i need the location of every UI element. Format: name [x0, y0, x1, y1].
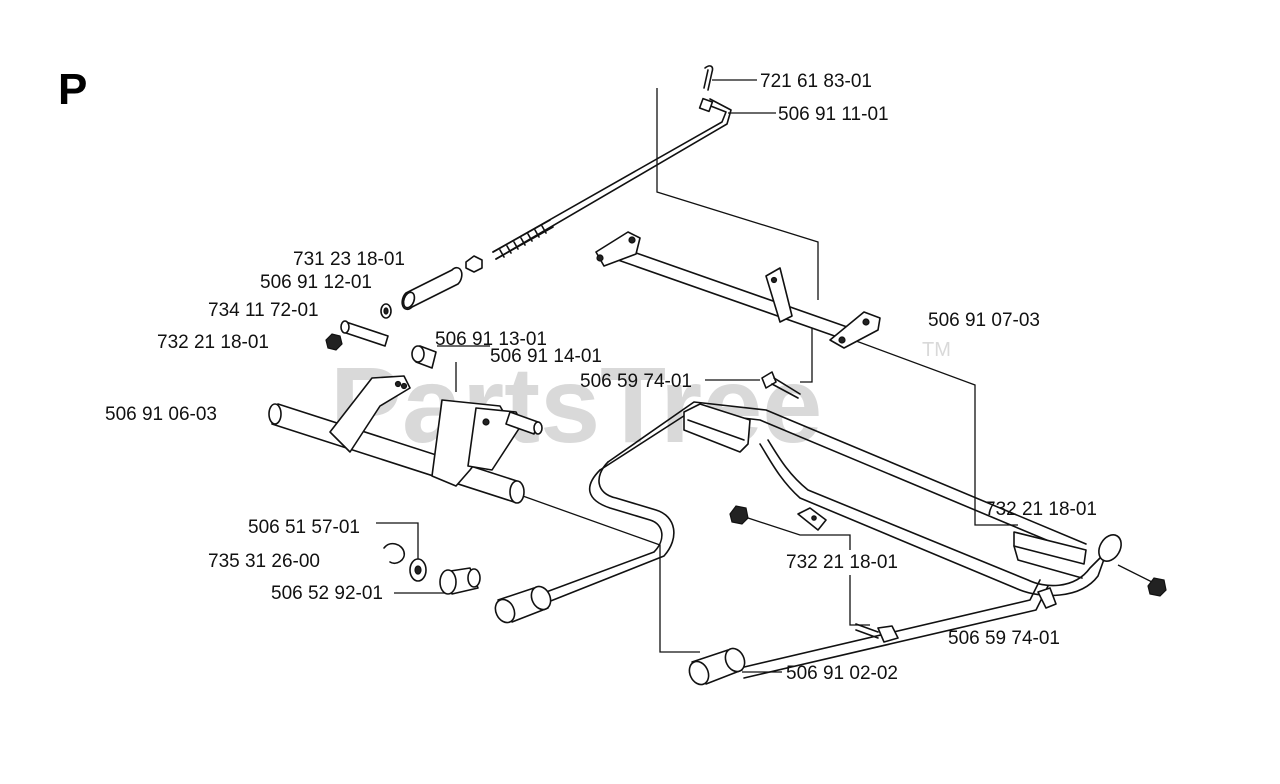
- part-label[interactable]: 506 91 13-01: [435, 329, 547, 350]
- part-label[interactable]: 506 91 02-02: [786, 663, 898, 684]
- left-nut-icon: [325, 333, 343, 351]
- cotter-pin-icon: [703, 65, 714, 91]
- part-label[interactable]: 506 91 14-01: [490, 346, 602, 367]
- part-label[interactable]: 506 59 74-01: [948, 628, 1060, 649]
- watermark-trademark: TM: [922, 339, 951, 361]
- lift-shaft-icon: [595, 231, 881, 349]
- pin-icon: [340, 320, 389, 347]
- leader-lines: [376, 79, 1153, 673]
- center-nut-icon: [729, 505, 749, 525]
- front-bushing-icon: [494, 585, 552, 624]
- rod-sleeve-icon: [401, 266, 463, 311]
- part-label[interactable]: 732 21 18-01: [985, 499, 1097, 520]
- part-label[interactable]: 506 51 57-01: [248, 517, 360, 538]
- part-label[interactable]: 506 59 74-01: [580, 371, 692, 392]
- pivot-shaft-icon: [268, 375, 543, 504]
- part-label[interactable]: 732 21 18-01: [786, 552, 898, 573]
- part-label[interactable]: 721 61 83-01: [760, 71, 872, 92]
- rod-nut-icon: [465, 255, 483, 273]
- lift-frame-icon: [529, 401, 1122, 679]
- part-label[interactable]: 506 91 07-03: [928, 310, 1040, 331]
- part-labels: 721 61 83-01 506 91 11-01 731 23 18-01 5…: [105, 71, 1097, 684]
- flat-washer-icon: [409, 558, 427, 582]
- flange-bearing-icon: [439, 567, 481, 595]
- lower-bolt-icon: [855, 623, 899, 643]
- part-label[interactable]: 735 31 26-00: [208, 551, 320, 572]
- section-letter: P: [58, 65, 87, 114]
- lift-rod-icon: [492, 97, 732, 260]
- part-label[interactable]: 734 11 72-01: [208, 300, 319, 321]
- part-label[interactable]: 506 91 11-01: [778, 104, 889, 125]
- upper-bolt-icon: [761, 371, 801, 399]
- part-label[interactable]: 506 52 92-01: [271, 583, 383, 604]
- part-label[interactable]: 731 23 18-01: [293, 249, 405, 270]
- part-label[interactable]: 506 91 06-03: [105, 404, 217, 425]
- e-clip-icon: [383, 542, 406, 565]
- rear-bushing-icon: [688, 647, 746, 686]
- part-label[interactable]: 506 91 12-01: [260, 272, 372, 293]
- washer-icon: [380, 303, 392, 319]
- part-label[interactable]: 732 21 18-01: [157, 332, 269, 353]
- right-nut-icon: [1147, 577, 1167, 597]
- spacer-icon: [411, 345, 437, 369]
